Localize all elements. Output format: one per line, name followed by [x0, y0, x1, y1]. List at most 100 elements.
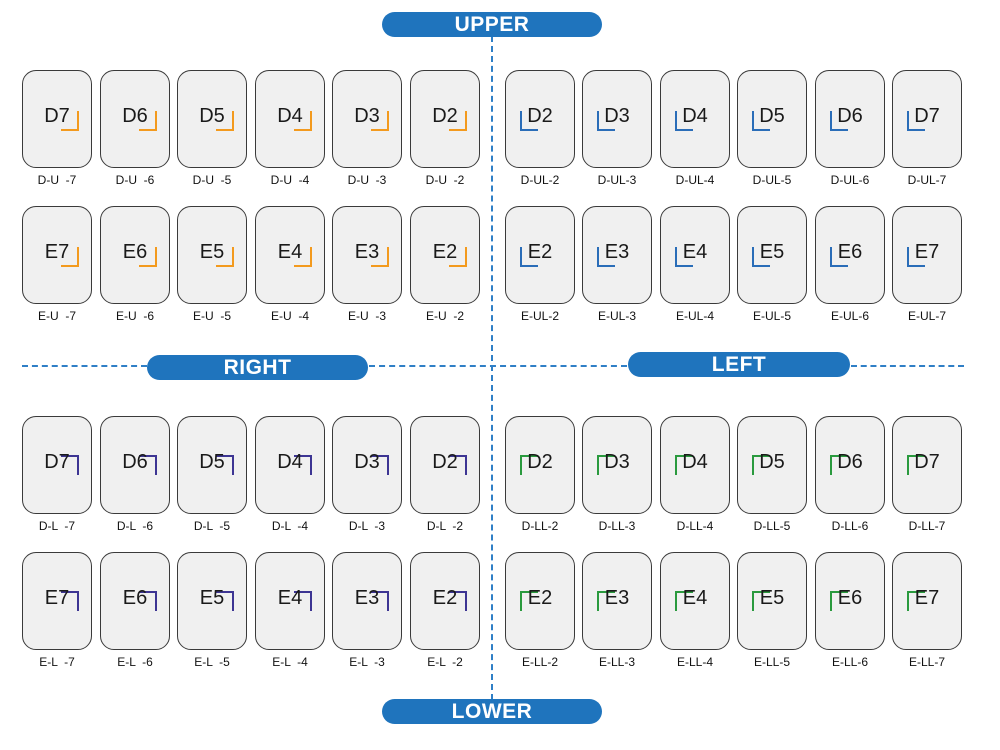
- tooth-label: D2: [432, 105, 458, 127]
- tooth-code-caption: E-L -6: [117, 655, 153, 669]
- tooth-upper-right: D4: [255, 70, 325, 168]
- tooth-upper-left: E2: [505, 206, 575, 304]
- tooth-label: E6: [837, 241, 863, 263]
- tooth-code-caption: D-UL-4: [675, 173, 715, 187]
- corner-bracket-mark: [597, 247, 615, 267]
- corner-bracket-mark: [520, 247, 538, 267]
- tooth-code-caption: E-U -5: [192, 309, 231, 323]
- tooth-lower-right: D6: [100, 416, 170, 514]
- tooth-label: E2: [527, 587, 553, 609]
- corner-bracket-mark: [520, 111, 538, 131]
- tooth-code-caption: D-L -2: [426, 519, 464, 533]
- tooth-code-caption: D-UL-5: [752, 173, 792, 187]
- tooth-code-caption: E-U -6: [115, 309, 154, 323]
- tooth-code-caption: D-L -3: [348, 519, 386, 533]
- tooth-label: E5: [759, 587, 785, 609]
- tooth-code-caption: D-UL-3: [597, 173, 637, 187]
- tooth-label: D6: [122, 105, 148, 127]
- tooth-code-caption: E-UL-4: [675, 309, 714, 323]
- tooth-lower-left: E4: [660, 552, 730, 650]
- tooth-lower-left: E6: [815, 552, 885, 650]
- tooth-label: D4: [277, 451, 303, 473]
- tooth-label: D3: [354, 105, 380, 127]
- corner-bracket-mark: [752, 247, 770, 267]
- corner-bracket-mark: [907, 247, 925, 267]
- tooth-code-caption: D-L -4: [271, 519, 309, 533]
- corner-bracket-mark: [449, 591, 467, 611]
- tooth-code-caption: D-L -5: [193, 519, 231, 533]
- tooth-upper-left: D3: [582, 70, 652, 168]
- tooth-label: E6: [122, 587, 148, 609]
- tooth-code-caption: E-L -4: [272, 655, 308, 669]
- tooth-lower-left: D6: [815, 416, 885, 514]
- corner-bracket-mark: [61, 111, 79, 131]
- tooth-code-caption: E-LL-2: [521, 655, 559, 669]
- corner-bracket-mark: [139, 247, 157, 267]
- tooth-label: E4: [682, 241, 708, 263]
- corner-bracket-mark: [449, 111, 467, 131]
- corner-bracket-mark: [371, 591, 389, 611]
- tooth-upper-right: E7: [22, 206, 92, 304]
- corner-bracket-mark: [294, 455, 312, 475]
- tooth-lower-right: E4: [255, 552, 325, 650]
- tooth-lower-left: E7: [892, 552, 962, 650]
- corner-bracket-mark: [752, 455, 770, 475]
- tooth-lower-left: D4: [660, 416, 730, 514]
- tooth-label: D5: [199, 451, 225, 473]
- tooth-code-caption: E-LL-4: [676, 655, 714, 669]
- corner-bracket-mark: [216, 455, 234, 475]
- tooth-label: E5: [759, 241, 785, 263]
- tooth-code-caption: E-U -2: [425, 309, 464, 323]
- corner-bracket-mark: [371, 455, 389, 475]
- tooth-lower-left: D2: [505, 416, 575, 514]
- corner-bracket-mark: [139, 591, 157, 611]
- tooth-label: E5: [199, 587, 225, 609]
- corner-bracket-mark: [371, 247, 389, 267]
- corner-bracket-mark: [752, 111, 770, 131]
- tooth-label: E6: [837, 587, 863, 609]
- tooth-label: D4: [682, 451, 708, 473]
- tooth-lower-right: D5: [177, 416, 247, 514]
- left-header: LEFT: [628, 352, 850, 377]
- tooth-label: E2: [527, 241, 553, 263]
- tooth-code-caption: D-U -4: [270, 173, 310, 187]
- corner-bracket-mark: [520, 591, 538, 611]
- tooth-upper-right: E2: [410, 206, 480, 304]
- tooth-upper-right: E4: [255, 206, 325, 304]
- tooth-code-caption: D-L -6: [116, 519, 154, 533]
- corner-bracket-mark: [294, 111, 312, 131]
- tooth-upper-left: D2: [505, 70, 575, 168]
- tooth-upper-left: E5: [737, 206, 807, 304]
- tooth-code-caption: E-L -5: [194, 655, 230, 669]
- corner-bracket-mark: [675, 455, 693, 475]
- tooth-code-caption: D-U -5: [192, 173, 232, 187]
- tooth-upper-left: E6: [815, 206, 885, 304]
- tooth-label: D7: [44, 451, 70, 473]
- tooth-label: D2: [527, 451, 553, 473]
- tooth-code-caption: E-U -3: [347, 309, 386, 323]
- tooth-label: E7: [44, 241, 70, 263]
- tooth-label: D5: [759, 105, 785, 127]
- tooth-code-caption: D-L -7: [38, 519, 76, 533]
- tooth-label: D6: [837, 105, 863, 127]
- tooth-label: E5: [199, 241, 225, 263]
- tooth-code-caption: E-LL-3: [598, 655, 636, 669]
- corner-bracket-mark: [449, 247, 467, 267]
- vertical-midline: [491, 36, 493, 700]
- tooth-label: E7: [44, 587, 70, 609]
- tooth-label: E3: [604, 241, 630, 263]
- tooth-label: E4: [277, 241, 303, 263]
- corner-bracket-mark: [449, 455, 467, 475]
- tooth-code-caption: D-LL-6: [831, 519, 869, 533]
- tooth-lower-left: E3: [582, 552, 652, 650]
- tooth-label: E4: [277, 587, 303, 609]
- corner-bracket-mark: [907, 455, 925, 475]
- tooth-code-caption: E-UL-2: [520, 309, 559, 323]
- tooth-label: D2: [527, 105, 553, 127]
- tooth-label: D3: [354, 451, 380, 473]
- horizontal-midline-left-segment: [22, 365, 147, 367]
- tooth-code-caption: E-UL-6: [830, 309, 869, 323]
- tooth-upper-left: E3: [582, 206, 652, 304]
- tooth-upper-left: D4: [660, 70, 730, 168]
- tooth-upper-right: E6: [100, 206, 170, 304]
